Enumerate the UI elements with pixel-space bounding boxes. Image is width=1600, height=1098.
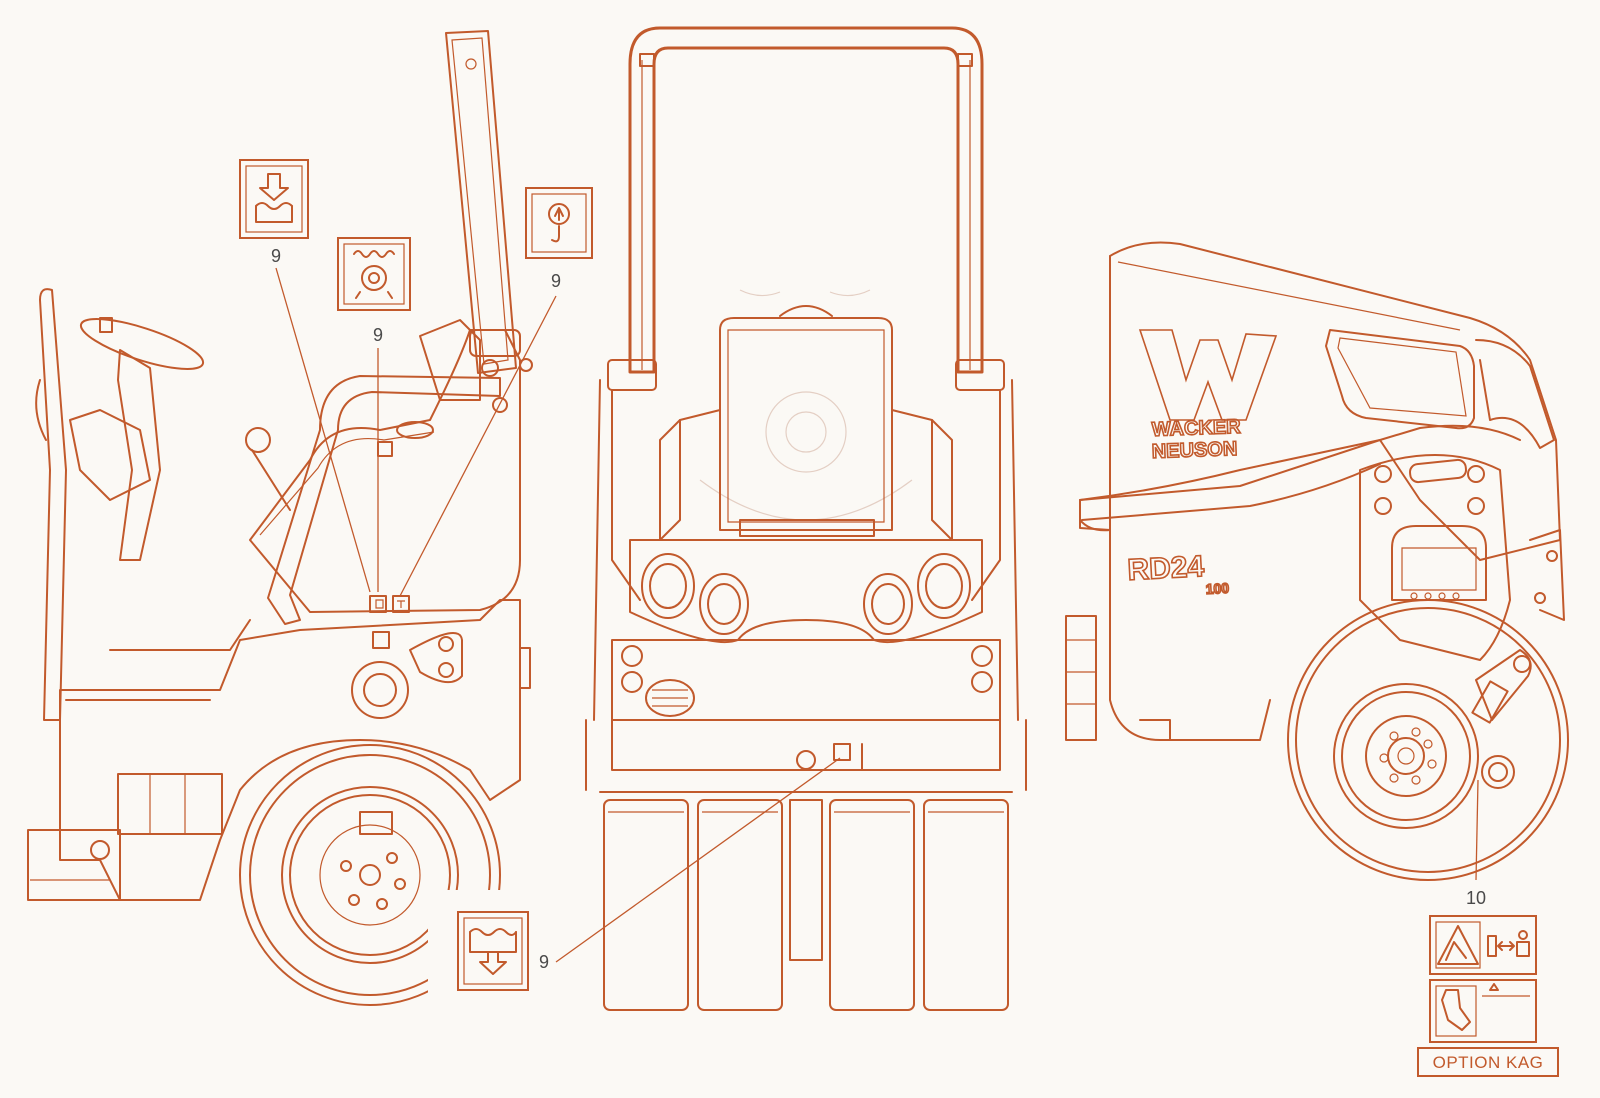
sign-coolant-fill — [239, 159, 309, 239]
callout-left-coolant: 9 — [271, 246, 281, 266]
sign-water-drain — [457, 911, 529, 991]
keep-distance-icon — [1487, 930, 1530, 957]
callout-left-lift: 9 — [551, 271, 561, 291]
model-name: RD24 — [1127, 550, 1206, 587]
brand-line2: NEUSON — [1151, 438, 1237, 463]
side-view-left — [27, 30, 533, 1006]
coolant-fill-icon — [255, 173, 293, 223]
callout-right-sign: 10 — [1466, 888, 1486, 908]
crush-warning-icon — [1435, 921, 1481, 969]
read-manual-icon — [1435, 983, 1530, 1037]
front-view-right: WACKER NEUSON RD24 100 — [1065, 241, 1569, 881]
hot-surface-icon — [353, 250, 395, 299]
water-drain-icon — [469, 928, 517, 975]
option-label-box: OPTION KAG — [1417, 1047, 1559, 1077]
brand-line1: WACKER — [1151, 416, 1241, 441]
model-suffix: 100 — [1205, 580, 1229, 597]
callout-front-drain: 9 — [539, 952, 549, 972]
wacker-logo-mark — [1138, 329, 1278, 421]
callout-left-heat: 9 — [373, 325, 383, 345]
sign-lifting-point — [525, 187, 593, 259]
rear-view-center — [585, 26, 1027, 1011]
option-label: OPTION KAG — [1433, 1053, 1544, 1072]
lifting-point-icon — [548, 203, 570, 243]
sign-hot-surface — [337, 237, 411, 311]
sign-crush-warning — [1429, 915, 1537, 975]
sign-read-manual — [1429, 979, 1537, 1043]
